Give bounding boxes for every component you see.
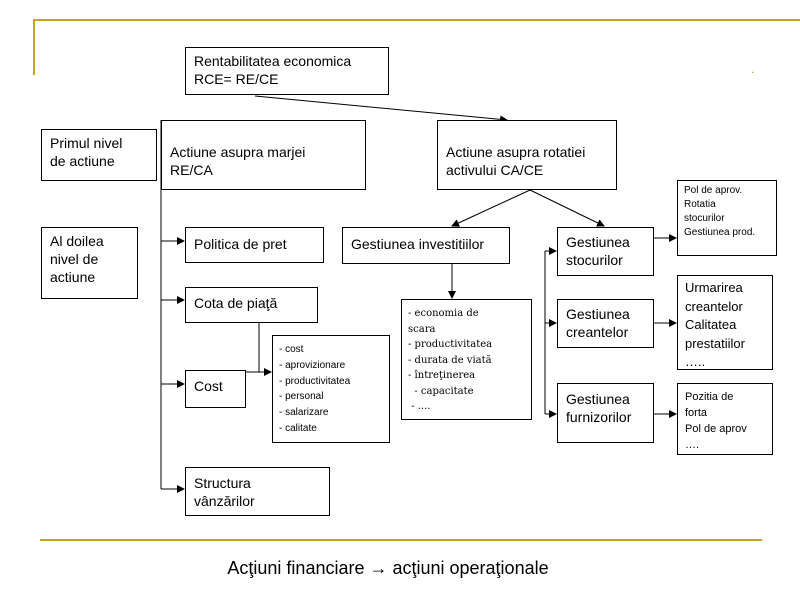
second-level-label: Al doilea nivel de actiune <box>41 227 138 299</box>
receivables-detail-2: creantelor <box>685 298 743 314</box>
first-level-label: Primul nivel de actiune <box>41 129 157 181</box>
margin-branch-line-2: RE/CA <box>170 162 213 178</box>
cost-label: Cost <box>194 378 223 394</box>
stocks-detail-4: Gestiunea prod. <box>684 227 756 238</box>
root-line-2: RCE= RE/CE <box>194 71 279 87</box>
cost-detail-6: - calitate <box>279 422 317 434</box>
bottom-rule <box>40 539 762 541</box>
stocks-line-2: stocurilor <box>566 252 623 268</box>
cost-detail-5: - salarizare <box>279 407 329 419</box>
cost-details-box: - cost - aprovizionare - productivitatea… <box>272 335 390 443</box>
stocks-detail-3: stocurilor <box>684 213 725 224</box>
investment-detail-2: scara <box>408 323 436 335</box>
receivables-detail-4: prestatiilor <box>685 335 745 351</box>
pricing-box: Politica de pret <box>185 227 324 263</box>
left-rule <box>33 19 35 75</box>
investment-detail-1: - economia de <box>408 308 479 319</box>
first-level-line-1: Primul nivel <box>50 135 123 151</box>
receivables-detail-1: Urmarirea <box>685 280 743 295</box>
market-share-label: Cota de piaţă <box>194 295 278 311</box>
suppliers-line-2: furnizorilor <box>566 409 632 425</box>
market-share-box: Cota de piaţă <box>185 287 318 323</box>
first-level-line-2: de actiune <box>50 153 115 169</box>
rotation-to-investments-arrow <box>451 189 531 227</box>
root-line-1: Rentabilitatea economica <box>194 53 352 69</box>
suppliers-detail-2: forta <box>685 407 708 419</box>
suppliers-detail-1: Pozitia de <box>685 391 734 403</box>
stocks-detail-1: Pol de aprov. <box>684 185 743 196</box>
suppliers-detail-4: …. <box>685 439 700 451</box>
rotation-branch-box: Actiune asupra rotatiei activului CA/CE <box>437 120 617 190</box>
investment-detail-5: - întreţinerea <box>408 370 476 381</box>
cost-box: Cost <box>185 370 246 408</box>
second-level-line-3: actiune <box>50 269 96 285</box>
rotation-branch-line-1: Actiune asupra rotatiei <box>446 144 586 160</box>
receivables-line-1: Gestiunea <box>566 306 630 322</box>
investments-box: Gestiunea investitiilor <box>342 227 510 264</box>
sales-structure-line-1: Structura <box>194 475 251 491</box>
investment-detail-7: - .... <box>408 401 431 412</box>
margin-branch-box: Actiune asupra marjei RE/CA <box>161 120 366 190</box>
receivables-box: Gestiunea creantelor <box>557 299 654 348</box>
second-level-line-2: nivel de <box>50 251 99 267</box>
top-rule <box>33 19 800 21</box>
accent-dot: . <box>751 62 755 76</box>
pricing-label: Politica de pret <box>194 236 287 252</box>
suppliers-detail-3: Pol de aprov <box>685 423 747 435</box>
suppliers-box: Gestiunea furnizorilor <box>557 383 654 443</box>
cost-detail-4: - personal <box>279 391 324 403</box>
investment-detail-3: - productivitatea <box>408 339 493 350</box>
sales-structure-line-2: vânzărilor <box>194 493 255 509</box>
investment-detail-6: - capacitate <box>408 385 474 397</box>
investment-details-box: - economia de scara - productivitatea - … <box>401 299 532 420</box>
suppliers-details-box: Pozitia de forta Pol de aprov …. <box>677 383 773 455</box>
stocks-details-box: Pol de aprov. Rotatia stocurilor Gestiun… <box>677 180 777 256</box>
root-box: Rentabilitatea economica RCE= RE/CE <box>185 47 389 95</box>
margin-branch-line-1: Actiune asupra marjei <box>170 144 306 160</box>
suppliers-line-1: Gestiunea <box>566 391 630 407</box>
slide-caption: Acţiuni financiare → acţiuni operaţional… <box>227 558 549 578</box>
receivables-detail-5: ….. <box>685 354 706 369</box>
rotation-branch-line-2: activului CA/CE <box>446 162 544 178</box>
market-share-to-details <box>258 322 272 376</box>
root-to-rotation-arrow <box>254 95 508 124</box>
stocks-line-1: Gestiunea <box>566 234 630 250</box>
second-level-line-1: Al doilea <box>50 233 104 249</box>
cost-detail-1: - cost <box>279 344 304 355</box>
sales-structure-box: Structura vânzărilor <box>185 467 330 516</box>
stocks-box: Gestiunea stocurilor <box>557 227 654 276</box>
receivables-detail-3: Calitatea <box>685 317 737 332</box>
rotation-to-stocks-arrow <box>529 189 605 227</box>
investments-label: Gestiunea investitiilor <box>351 236 485 252</box>
investment-detail-4: - durata de viată <box>408 354 492 366</box>
receivables-line-2: creantelor <box>566 324 629 340</box>
cost-detail-3: - productivitatea <box>279 375 351 387</box>
stocks-detail-2: Rotatia <box>684 199 716 210</box>
cost-detail-2: - aprovizionare <box>279 359 346 371</box>
receivables-details-box: Urmarirea creantelor Calitatea prestatii… <box>677 275 773 370</box>
